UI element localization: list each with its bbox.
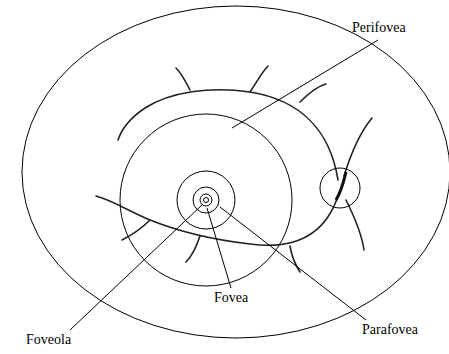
region-label: Foveola (26, 332, 71, 348)
foveola-center (204, 198, 209, 203)
leader-line (232, 40, 378, 128)
fundus-outline (22, 6, 449, 338)
leader-line (207, 208, 231, 288)
perifovea-ring (120, 114, 292, 286)
region-label: Fovea (214, 290, 248, 306)
region-label: Parafovea (362, 322, 418, 338)
blood-vessels (96, 66, 372, 272)
optic-disc (320, 168, 360, 208)
leader-lines (70, 40, 378, 330)
region-label: Perifovea (352, 20, 406, 36)
foveola-ring (200, 194, 212, 206)
optic-disc-vessel (336, 172, 346, 200)
leader-line (70, 204, 203, 330)
